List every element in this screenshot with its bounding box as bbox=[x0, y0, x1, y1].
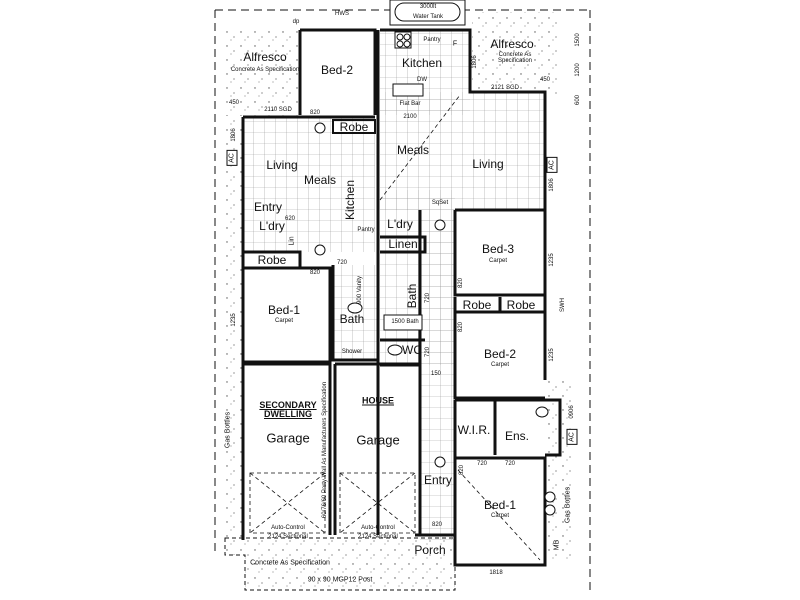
dim-1806-living: 1806 bbox=[549, 178, 555, 192]
dim-1500: 1500 bbox=[575, 33, 581, 47]
dishwasher-house: DW bbox=[417, 77, 427, 83]
room-ensuite-house: Ens. bbox=[504, 429, 530, 443]
alfresco-right-note: Concrete As Specification bbox=[497, 52, 533, 64]
room-living-secondary: Living bbox=[266, 158, 298, 172]
secondary-dwelling-title: SECONDARY DWELLING bbox=[259, 400, 317, 419]
room-garage-house: Garage bbox=[356, 432, 400, 448]
room-bed2-house: Bed-2 bbox=[483, 347, 517, 361]
bed3-floor: Carpet bbox=[488, 258, 508, 264]
house-title: HOUSE bbox=[361, 395, 395, 406]
downpipe-label: dp bbox=[292, 19, 300, 25]
dim-820-bed2-secondary: 820 bbox=[309, 110, 321, 116]
dim-450-secondary: 450 bbox=[228, 100, 240, 106]
bed1-secondary-floor: Carpet bbox=[274, 318, 294, 324]
room-alfresco-right: Alfresco bbox=[490, 37, 534, 51]
dim-0906-ens: 0906 bbox=[569, 405, 575, 419]
bed2-floor: Carpet bbox=[490, 362, 510, 368]
vanity-secondary: 900 Vanity bbox=[357, 276, 363, 304]
room-robe-secondary-top: Robe bbox=[339, 120, 369, 134]
room-meals-house: Meals bbox=[396, 143, 430, 157]
room-robe1-house: Robe bbox=[462, 298, 492, 312]
dim-1200: 1200 bbox=[575, 63, 581, 77]
water-tank-capacity: 3000lt bbox=[419, 4, 437, 10]
room-bath-secondary: Bath bbox=[339, 312, 365, 326]
dim-1806-secondary: 1806 bbox=[231, 128, 237, 142]
room-linen-house: Linen bbox=[388, 237, 418, 251]
bed1-floor: Carpet bbox=[490, 513, 510, 519]
room-bed1-secondary: Bed-1 bbox=[267, 303, 301, 317]
room-robe-secondary: Robe bbox=[257, 253, 287, 267]
dim-1818-house: 1818 bbox=[489, 570, 503, 576]
alfresco-left-note: Concrete As Specification bbox=[230, 67, 300, 73]
dim-720-wc: 720 bbox=[425, 346, 431, 358]
room-living-house: Living bbox=[472, 157, 504, 171]
dim-620-secondary: 620 bbox=[284, 216, 296, 222]
bath-tub-house: 1500 Bath bbox=[391, 319, 419, 325]
room-bath-house: Bath bbox=[405, 283, 419, 309]
garage-door-house-2: 2124 Sectional bbox=[358, 534, 398, 540]
alfresco-right-slab bbox=[472, 12, 560, 94]
hws-label: HWS bbox=[335, 11, 349, 17]
room-bed2-secondary: Bed-2 bbox=[320, 63, 354, 77]
gas-bottles-left: Gas Bottles bbox=[224, 411, 232, 449]
room-kitchen-secondary: Kitchen bbox=[343, 179, 357, 221]
room-alfresco-left: Alfresco bbox=[243, 50, 287, 64]
dim-720-wir: 720 bbox=[476, 461, 488, 467]
gas-bottles-right: Gas Bottles bbox=[564, 486, 572, 524]
sqset-house: SqSet bbox=[431, 200, 449, 206]
meter-box-label: MB bbox=[553, 539, 561, 551]
room-laundry-secondary: L'dry bbox=[259, 219, 285, 233]
garage-door-house-1: Auto-Control bbox=[361, 525, 395, 531]
dim-820-bed1-secondary: 820 bbox=[309, 270, 321, 276]
room-garage-secondary: Garage bbox=[266, 430, 310, 446]
ac-unit-left: AC bbox=[226, 150, 238, 166]
dim-sgd-house: 2121 SGD bbox=[490, 85, 520, 91]
dim-2100-house: 2100 bbox=[403, 114, 417, 120]
room-wir-house: W.I.R. bbox=[457, 423, 491, 437]
dim-sgd-secondary: 2110 SGD bbox=[264, 107, 292, 113]
dim-450-house: 450 bbox=[539, 77, 551, 83]
dim-820-bed2: 820 bbox=[458, 321, 464, 333]
pantry-secondary: Pantry bbox=[357, 227, 375, 233]
dim-820-bed3: 820 bbox=[458, 277, 464, 289]
garage-door-secondary-1: Auto-Control bbox=[271, 525, 305, 531]
post-label: 90 x 90 MGP12 Post bbox=[307, 576, 373, 584]
room-entry-secondary: Entry bbox=[253, 200, 283, 214]
room-laundry-house: L'dry bbox=[387, 217, 413, 231]
room-robe2-house: Robe bbox=[506, 298, 536, 312]
room-bed3-house: Bed-3 bbox=[481, 242, 515, 256]
dim-1235-secondary: 1235 bbox=[231, 313, 237, 327]
concrete-label: Concrete As Specification bbox=[250, 559, 330, 567]
room-entry-house: Entry bbox=[423, 473, 453, 487]
fridge-house: F bbox=[452, 40, 458, 48]
party-wall-note: 60/76/60 Party Wall As Manufacturers Spe… bbox=[322, 381, 328, 519]
garage-door-secondary-2: 2124 Sectional bbox=[268, 534, 308, 540]
dim-1235-bed3: 1235 bbox=[549, 253, 555, 267]
flat-bar-house: Flat Bar bbox=[399, 101, 421, 107]
dim-820-entry: 820 bbox=[431, 522, 443, 528]
dim-150: 150 bbox=[430, 371, 442, 377]
dim-820-bed1: 820 bbox=[459, 464, 465, 476]
ac-unit-ensuite: AC bbox=[566, 429, 578, 445]
room-wc-house: WC bbox=[402, 343, 422, 357]
water-tank-label: Water Tank bbox=[412, 14, 444, 20]
dim-1806-kitchen: 1806 bbox=[472, 55, 478, 69]
front-concrete bbox=[224, 537, 456, 591]
linen-secondary: Lin bbox=[288, 236, 296, 246]
dim-720-ens: 720 bbox=[504, 461, 516, 467]
room-kitchen-house: Kitchen bbox=[401, 56, 443, 70]
dim-720-bath-secondary: 720 bbox=[336, 260, 348, 266]
pantry-house: Pantry bbox=[423, 37, 441, 43]
dim-1235-bed2: 1235 bbox=[549, 348, 555, 362]
room-meals-secondary: Meals bbox=[303, 173, 337, 187]
shower-secondary: Shower bbox=[341, 349, 363, 355]
dim-600: 600 bbox=[575, 94, 581, 106]
dim-720-bath: 720 bbox=[425, 292, 431, 304]
alfresco-left-slab bbox=[225, 28, 300, 116]
room-porch-house: Porch bbox=[414, 543, 446, 557]
swh-label: SWH bbox=[560, 298, 566, 312]
ac-unit-right: AC bbox=[546, 157, 558, 173]
room-bed1-house: Bed-1 bbox=[483, 498, 517, 512]
